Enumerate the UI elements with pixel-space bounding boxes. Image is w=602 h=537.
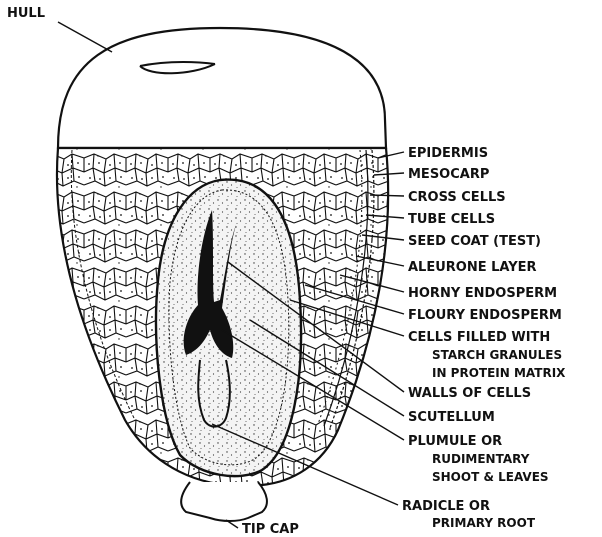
label-aleurone: ALEURONE LAYER <box>408 260 537 275</box>
label-cells-filled-3: IN PROTEIN MATRIX <box>432 366 566 380</box>
label-plumule-3: SHOOT & LEAVES <box>432 470 549 484</box>
label-radicle-2: PRIMARY ROOT <box>432 516 536 530</box>
label-plumule-1: PLUMULE OR <box>408 434 502 449</box>
label-horny-endosperm: HORNY ENDOSPERM <box>408 286 557 301</box>
label-seed-coat: SEED COAT (TEST) <box>408 234 541 249</box>
label-floury-endosperm: FLOURY ENDOSPERM <box>408 308 562 323</box>
label-tube-cells: TUBE CELLS <box>408 212 495 227</box>
label-tip-cap: TIP CAP <box>242 522 299 537</box>
label-scutellum: SCUTELLUM <box>408 410 495 425</box>
label-plumule-2: RUDIMENTARY <box>432 452 530 466</box>
label-cross-cells: CROSS CELLS <box>408 190 506 205</box>
hull-shape <box>58 28 386 148</box>
tip-cap <box>181 482 267 521</box>
leader-hull <box>58 22 112 52</box>
label-cells-filled-2: STARCH GRANULES <box>432 348 562 362</box>
label-walls-of-cells: WALLS OF CELLS <box>408 386 531 401</box>
label-cells-filled-1: CELLS FILLED WITH <box>408 330 550 345</box>
label-hull: HULL <box>7 6 45 21</box>
leader-cross-cells <box>370 195 404 196</box>
label-epidermis: EPIDERMIS <box>408 146 488 161</box>
label-radicle-1: RADICLE OR <box>402 499 490 514</box>
label-mesocarp: MESOCARP <box>408 167 489 182</box>
